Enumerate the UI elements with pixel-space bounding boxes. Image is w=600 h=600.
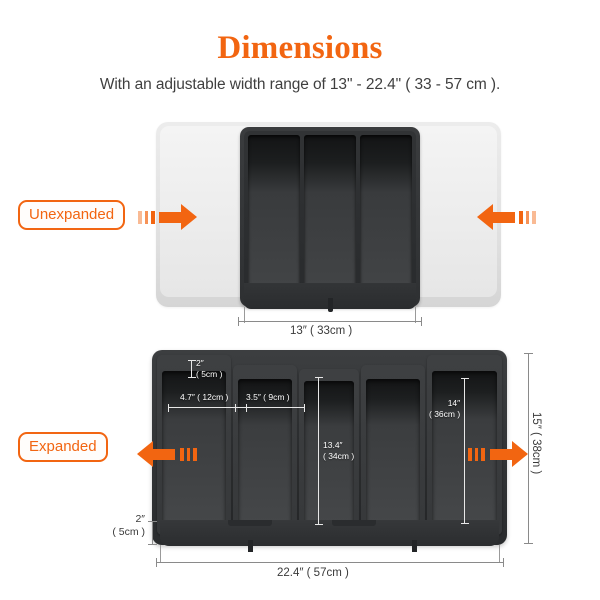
unexpanded-compartments xyxy=(248,135,412,287)
expanded-tray-foot xyxy=(160,520,499,546)
unexpanded-compartment-3 xyxy=(360,135,412,287)
expanded-width-dimension-line xyxy=(156,558,504,567)
expanded-foot-notch-1 xyxy=(228,520,272,526)
expanded-extension-tick-right xyxy=(499,545,500,563)
unexpanded-extension-tick-right xyxy=(415,307,416,323)
compartment-1-width-label: 4.7″ ( 12cm ) xyxy=(180,392,229,402)
depth-line-2: ( 5cm ) xyxy=(112,525,145,538)
compartment-3-height-label: 13.4″ ( 34cm ) xyxy=(323,440,354,461)
unexpanded-tray xyxy=(240,127,420,307)
c3-height-line-2: ( 34cm ) xyxy=(323,450,355,461)
expanded-tab-1 xyxy=(248,540,253,552)
expanded-depth-dimension-line xyxy=(148,521,157,545)
compartment-5-height-label: 14″ ( 36cm ) xyxy=(429,398,460,419)
expanded-tab-2 xyxy=(412,540,417,552)
badge-expanded: Expanded xyxy=(18,432,108,462)
expanded-compartment-1 xyxy=(157,355,231,535)
unexpanded-width-label: 13″ ( 33cm ) xyxy=(290,325,353,337)
unexpanded-extension-tick-left xyxy=(244,307,245,323)
rim-depth-line-2: ( 5cm ) xyxy=(196,368,223,379)
unexpanded-arrow-right-icon xyxy=(477,204,536,230)
unexpanded-compartment-1 xyxy=(248,135,300,287)
expanded-compartment-4 xyxy=(361,365,425,535)
expanded-foot-notch-2 xyxy=(332,520,376,526)
expanded-compartment-3 xyxy=(299,369,359,535)
expanded-height-dimension-line xyxy=(524,353,533,544)
compartment-2-well xyxy=(238,379,292,523)
expanded-width-label: 22.4″ ( 57cm ) xyxy=(277,567,349,579)
c5-height-line-2: ( 36cm ) xyxy=(429,408,461,419)
motion-trail-icon xyxy=(468,447,485,461)
compartment-2-width-line xyxy=(235,403,305,412)
unexpanded-width-dimension-line xyxy=(238,317,422,326)
unexpanded-compartment-2 xyxy=(304,135,356,287)
expanded-height-label: 15″ ( 38cm ) xyxy=(530,412,542,475)
badge-unexpanded: Unexpanded xyxy=(18,200,126,230)
rim-depth-line-1: 2″ xyxy=(196,358,204,368)
unexpanded-arrow-left-icon xyxy=(138,204,197,230)
compartment-1-well xyxy=(162,371,226,523)
compartment-1-rim-depth-label: 2″ ( 5cm ) xyxy=(196,358,222,379)
expanded-arrow-right-icon xyxy=(468,441,528,467)
motion-trail-icon xyxy=(138,210,155,224)
compartment-1-rim-depth-line xyxy=(187,360,196,378)
expanded-depth-label: 2″ ( 5cm ) xyxy=(97,513,145,539)
expanded-extension-tick-left xyxy=(160,545,161,563)
compartment-3-height-line xyxy=(314,377,323,525)
compartment-2-width-label: 3.5″ ( 9cm ) xyxy=(246,392,290,402)
motion-trail-icon xyxy=(180,447,197,461)
expanded-compartment-2 xyxy=(233,365,297,535)
compartment-3-well xyxy=(304,381,354,523)
compartment-4-well xyxy=(366,379,420,523)
motion-trail-icon xyxy=(519,210,536,224)
unexpanded-center-tab xyxy=(328,298,333,312)
depth-line-1: 2″ xyxy=(135,513,145,525)
c5-height-line-1: 14″ xyxy=(447,398,461,408)
expanded-arrow-left-icon xyxy=(137,441,197,467)
page-title: Dimensions xyxy=(217,30,383,66)
page-subtitle: With an adjustable width range of 13" - … xyxy=(99,76,501,93)
c3-height-line-1: 13.4″ xyxy=(323,440,343,450)
compartment-5-height-line xyxy=(460,378,469,524)
